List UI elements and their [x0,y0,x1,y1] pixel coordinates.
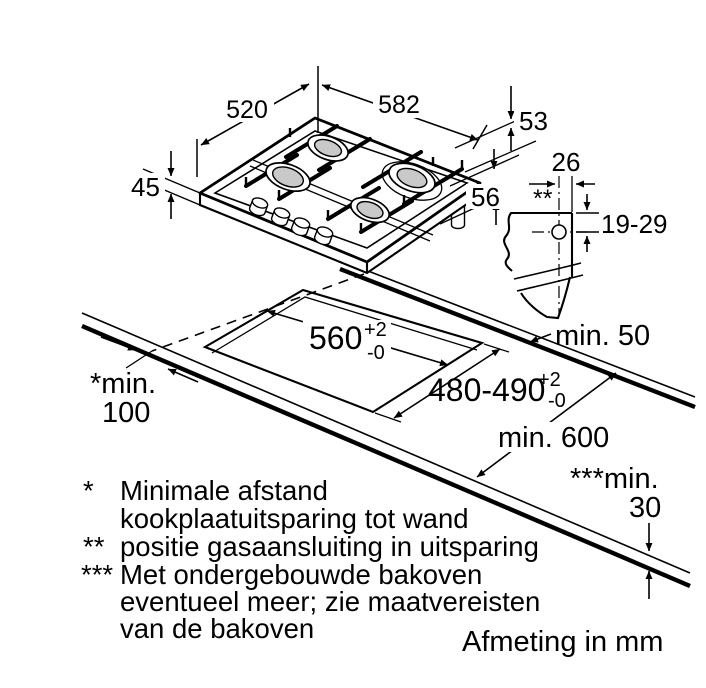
legend-row-3-line-1: Met ondergebouwde bakoven [120,559,482,590]
hob-skirt-fill [200,183,480,273]
cabinet-panel-lower [520,276,572,320]
dim-rim-height-label: 45 [131,172,160,202]
dim-gas-offset-label: 26 [552,147,581,177]
burner-left [265,162,311,192]
dim-body-height-label: 56 [471,182,500,212]
projection-extension-line [125,350,153,369]
legend-marker-3: *** [81,559,113,590]
gas-connection-hole [551,224,567,240]
dim-grate-height-label: 53 [519,106,548,136]
worktop-dimensions: 560 +2 -0 480-490 +2 -0 min. 50 *min. 10… [90,309,661,599]
dim-cutout-depth-tol-plus: +2 [538,369,561,391]
dim-cutout-width-label: 560 [309,320,362,356]
dim-cutout-depth-tol-minus: -0 [548,390,566,412]
legend-row-1-line-2: kookplaatuitsparing tot wand [120,503,469,534]
cabinet-panel-upper [503,211,572,272]
clearance-back-label: min. 50 [555,320,650,352]
projection-dashed-line [151,273,365,352]
worktop-depth-label: min. 600 [498,422,609,454]
gas-position-marker: ** [533,185,553,213]
burner-right-wok [381,161,443,201]
legend-marker-1: * [83,475,94,506]
dim-hob-depth-label: 520 [226,96,268,124]
units-note: Afmeting in mm [462,626,663,658]
worktop-back-edge [339,266,696,410]
panel-break-line-2 [516,274,584,292]
worktop-thickness-label-line1: ***min. [570,463,659,495]
worktop-front-edge-top [81,312,691,574]
burner-back-center [307,134,349,162]
control-knobs [248,197,334,246]
worktop-view [81,260,696,589]
legend-row-2-line-1: positie gasaansluiting in uitsparing [120,531,539,562]
clearance-side-label-line1: *min. [90,368,156,400]
burner-front [349,196,391,224]
hob-dimensions: 520 582 53 45 56 [127,66,552,225]
hob-isometric-view [198,116,482,275]
dim-cutout-depth-label: 480-490 [428,372,545,408]
legend-row-3-line-2: eventueel meer; zie maatvereisten [120,586,540,617]
legend-marker-2: ** [83,531,105,562]
worktop-front-edge [81,323,691,589]
legend-row-3-line-3: van de bakoven [120,613,314,644]
legend: * Minimale afstand kookplaatuitsparing t… [81,475,663,658]
gas-connection-detail: 26 ** 19-29 [503,147,668,320]
dim-gas-range-label: 19-29 [601,209,668,239]
legend-row-1-line-1: Minimale afstand [120,475,328,506]
clearance-side-label-line2: 100 [102,397,150,429]
worktop-back-edge-top [341,260,696,398]
worktop-cutout [202,288,485,414]
dim-cutout-width-tol-plus: +2 [364,319,387,341]
dim-hob-width-label: 582 [378,91,420,119]
dim-cutout-width-tol-minus: -0 [367,342,385,364]
panel-break-line-1 [513,262,582,280]
worktop-thickness-label-line2: 30 [629,492,661,524]
